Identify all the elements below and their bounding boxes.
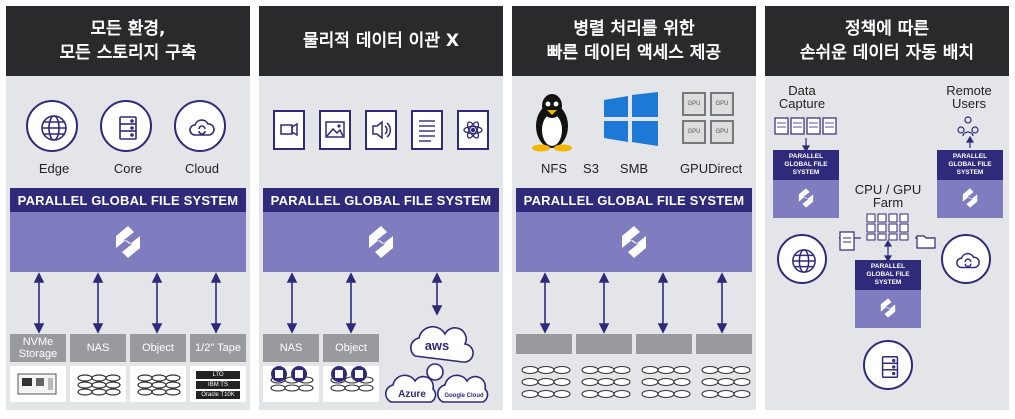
windows-logo-icon [604, 92, 658, 146]
text-file-icon [411, 110, 443, 150]
protocol-smb: SMB [619, 161, 649, 176]
panel-auto-placement: 정책에 따른 손쉬운 데이터 자동 배치 Data Capture Remote… [765, 6, 1009, 410]
panel-title: 정책에 따른 손쉬운 데이터 자동 배치 [765, 6, 1009, 76]
linux-penguin-icon [532, 94, 572, 152]
cpu-gpu-farm-label: CPU / GPU Farm [854, 182, 922, 210]
disk-rows [521, 365, 751, 399]
hammerspace-logo-icon [798, 188, 814, 208]
cloud-sync-icon [956, 252, 980, 269]
hammerspace-logo-icon [880, 298, 896, 318]
globe-circle [26, 100, 78, 152]
mini-pgfs-center: PARALLEL GLOBAL FILE SYSTEM [855, 260, 921, 328]
storage-node [516, 334, 572, 354]
panel-parallel-access: 병렬 처리를 위한 빠른 데이터 액세스 제공 GPU GPU GPU GPU … [512, 6, 756, 410]
cloud-sync-circle [174, 100, 226, 152]
image-file-icon [319, 110, 351, 150]
storage-nas: NAS [263, 334, 319, 362]
pgfs-bar: PARALLEL GLOBAL FILE SYSTEM [10, 188, 246, 212]
cpu-grid-icon [866, 213, 909, 241]
storage-node [576, 334, 632, 354]
tape-lto: LTO [196, 371, 240, 379]
storage-nvme: NVMe Storage [10, 334, 66, 362]
server-icon [119, 116, 137, 140]
server-icon [881, 356, 899, 378]
panel-title: 병렬 처리를 위한 빠른 데이터 액세스 제공 [512, 6, 756, 76]
server-circle [863, 340, 913, 390]
location-edge: Edge [38, 161, 70, 176]
tape-oracle: Oracle T10K [196, 391, 240, 399]
documents-icon [774, 117, 837, 135]
google-cloud-label: Google Cloud [444, 393, 484, 399]
hammerspace-logo-icon [369, 226, 393, 258]
cloud-providers-graphic: aws Azure Google Cloud [385, 325, 489, 403]
science-file-icon [457, 110, 489, 150]
disks-with-files-icon [330, 366, 374, 392]
hammerspace-logo-icon [962, 188, 978, 208]
globe-icon [41, 115, 67, 141]
panel-any-environment: 모든 환경, 모든 스토리지 구축 Edge Core Cloud PARALL… [6, 6, 250, 410]
tape-cartridges: LTO IBM TS Oracle T10K [190, 366, 246, 402]
users-network-icon [957, 116, 979, 137]
globe-circle [777, 234, 827, 284]
protocol-nfs: NFS [541, 161, 567, 176]
hammerspace-logo-icon [622, 226, 646, 258]
object-disks [130, 366, 186, 402]
protocol-gpudirect: GPUDirect [679, 161, 743, 176]
gpu-chip: GPU [710, 92, 734, 116]
folder-icon [916, 235, 936, 249]
pgfs-body [516, 212, 752, 272]
mini-pgfs-left: PARALLEL GLOBAL FILE SYSTEM [773, 150, 839, 218]
storage-object: Object [323, 334, 379, 362]
server-circle [100, 100, 152, 152]
azure-label: Azure [398, 389, 426, 400]
panel-title: 모든 환경, 모든 스토리지 구축 [6, 6, 250, 76]
nas-disks [263, 366, 319, 402]
gpu-chip: GPU [710, 120, 734, 144]
tape-ibm: IBM TS [196, 381, 240, 389]
aws-label: aws [425, 338, 450, 353]
storage-tape: 1/2" Tape [190, 334, 246, 362]
disks-icon [137, 374, 181, 396]
location-core: Core [113, 161, 143, 176]
file-icon [839, 231, 855, 251]
object-disks [323, 366, 379, 402]
remote-users-label: Remote Users [946, 83, 992, 111]
disks-with-files-icon [270, 366, 314, 392]
gpu-chip: GPU [682, 120, 706, 144]
hammerspace-logo-icon [116, 226, 140, 258]
panel-title: 물리적 데이터 이관 X [259, 6, 503, 76]
ssd-board-icon [17, 373, 57, 395]
protocol-s3: S3 [583, 161, 599, 176]
storage-object: Object [130, 334, 186, 362]
mini-pgfs-right: PARALLEL GLOBAL FILE SYSTEM [937, 150, 1003, 218]
pgfs-bar: PARALLEL GLOBAL FILE SYSTEM [263, 188, 499, 212]
audio-file-icon [365, 110, 397, 150]
cloud-sync-circle [941, 234, 991, 284]
globe-icon [792, 249, 816, 273]
arrows-layer [33, 272, 222, 334]
gpu-grid: GPU GPU GPU GPU [682, 92, 734, 144]
video-file-icon [273, 110, 305, 150]
location-cloud: Cloud [185, 161, 219, 176]
pgfs-body [10, 212, 246, 272]
storage-node [696, 334, 752, 354]
pgfs-body [263, 212, 499, 272]
nvme-device [10, 366, 66, 402]
arrows-layer [286, 272, 443, 334]
data-capture-label: Data Capture [778, 83, 826, 111]
cloud-sync-icon [189, 119, 215, 136]
connector-arrows [801, 135, 975, 263]
arrows-layer [539, 272, 728, 334]
disks-icon [77, 374, 121, 396]
pgfs-bar: PARALLEL GLOBAL FILE SYSTEM [516, 188, 752, 212]
gpu-chip: GPU [682, 92, 706, 116]
storage-node [636, 334, 692, 354]
nas-disks [70, 366, 126, 402]
storage-nas: NAS [70, 334, 126, 362]
panel-no-migration: 물리적 데이터 이관 X PARALLEL GLOBAL FILE SYSTEM… [259, 6, 503, 410]
